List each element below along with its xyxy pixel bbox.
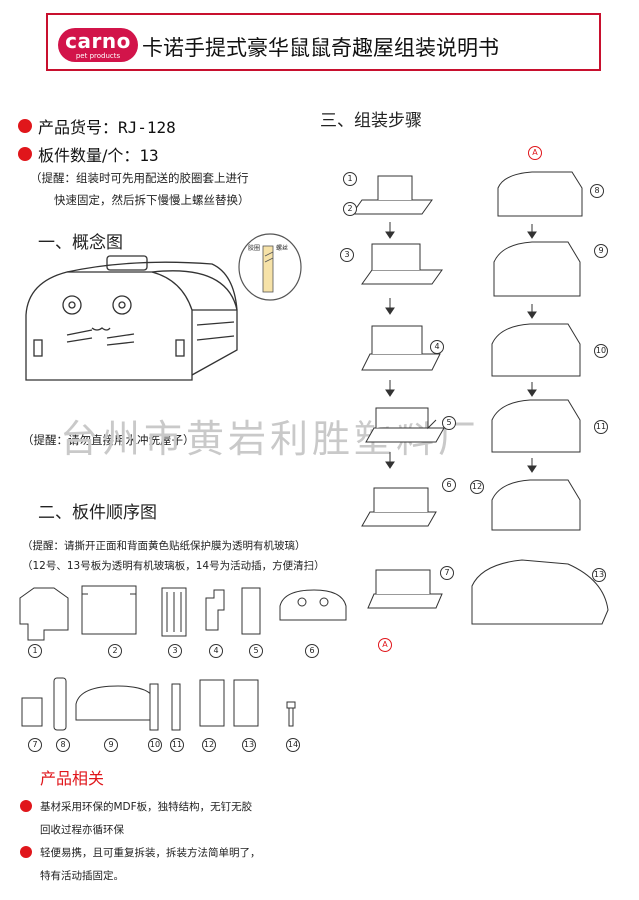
- part-number-12: 12: [202, 738, 216, 752]
- step-number-8: 8: [590, 184, 604, 198]
- feature-2-line-1: 轻便易携，且可重复拆装，拆装方法简单明了，: [40, 847, 261, 859]
- item-number-value: RJ-128: [118, 118, 176, 137]
- logo-subtext: pet products: [75, 52, 121, 60]
- title-banner: [46, 13, 601, 71]
- part-number-13: 13: [242, 738, 256, 752]
- item-number-label: 产品货号：: [38, 118, 119, 137]
- part-number-14: 14: [286, 738, 300, 752]
- step-number-11: 11: [594, 420, 608, 434]
- screw-ring-detail-inset: [238, 233, 302, 301]
- board-count-value: 13: [139, 146, 159, 165]
- part-number-2: 2: [108, 644, 122, 658]
- inset-screw-label: 螺丝: [276, 245, 289, 252]
- part-number-5: 5: [249, 644, 263, 658]
- part-number-7: 7: [28, 738, 42, 752]
- board-count-label: 板件数量/个：: [38, 146, 140, 165]
- part-number-3: 3: [168, 644, 182, 658]
- step-number-4: 4: [430, 340, 444, 354]
- part-number-11: 11: [170, 738, 184, 752]
- logo-text: carno: [65, 29, 131, 53]
- parts-row-2-drawings: [21, 677, 296, 731]
- parts-row-1-drawings: [19, 585, 347, 641]
- bullet-dot-icon: [18, 147, 32, 161]
- step-number-13: 13: [592, 568, 606, 582]
- order-note-2: （12号、13号板为透明有机玻璃板，14号为活动插，方便清扫）: [22, 560, 325, 572]
- order-note-1: （提醒：请撕开正面和背面黄色贴纸保护膜为透明有机玻璃）: [22, 540, 306, 552]
- assembly-tip-line-1: （提醒：组装时可先用配送的胶圈套上进行: [30, 171, 249, 185]
- part-number-9: 9: [104, 738, 118, 752]
- concept-house-illustration: [25, 255, 238, 381]
- assembly-steps-drawings: [351, 171, 609, 625]
- step-number-2: 2: [343, 202, 357, 216]
- section-order-heading: 二、板件顺序图: [38, 503, 157, 523]
- step-number-5: 5: [442, 416, 456, 430]
- step-number-3: 3: [340, 248, 354, 262]
- part-number-10: 10: [148, 738, 162, 752]
- board-count: 板件数量/个：13: [38, 142, 159, 166]
- inset-ring-label: 胶圈: [248, 245, 261, 252]
- step-number-12: 12: [470, 480, 484, 494]
- step-number-10: 10: [594, 344, 608, 358]
- document-title: 卡诺手提式豪华鼠鼠奇趣屋组装说明书: [142, 36, 499, 60]
- step-number-1: 1: [343, 172, 357, 186]
- connector-a-bottom: A: [378, 638, 392, 652]
- bullet-dot-icon: [20, 846, 32, 858]
- assembly-tip-line-2: 快速固定，然后拆下慢慢上螺丝替换）: [54, 193, 250, 207]
- section-concept-heading: 一、概念图: [38, 233, 123, 253]
- section-steps-heading: 三、组装步骤: [320, 111, 422, 131]
- step-number-9: 9: [594, 244, 608, 258]
- step-number-6: 6: [442, 478, 456, 492]
- step-number-7: 7: [440, 566, 454, 580]
- product-related-heading: 产品相关: [40, 769, 105, 788]
- feature-1-line-2: 回收过程亦循环保: [40, 824, 124, 836]
- part-number-6: 6: [305, 644, 319, 658]
- bullet-dot-icon: [20, 800, 32, 812]
- feature-2-line-2: 特有活动插固定。: [40, 870, 124, 882]
- feature-1-line-1: 基材采用环保的MDF板，独特结构，无钉无胶: [40, 801, 253, 813]
- part-number-1: 1: [28, 644, 42, 658]
- connector-a-top: A: [528, 146, 542, 160]
- concept-note: （提醒：请勿直接用水冲洗屋子）: [22, 433, 195, 447]
- brand-logo: carno pet products: [58, 28, 138, 62]
- part-number-8: 8: [56, 738, 70, 752]
- part-number-4: 4: [209, 644, 223, 658]
- bullet-dot-icon: [18, 119, 32, 133]
- item-number: 产品货号：RJ-128: [38, 114, 176, 138]
